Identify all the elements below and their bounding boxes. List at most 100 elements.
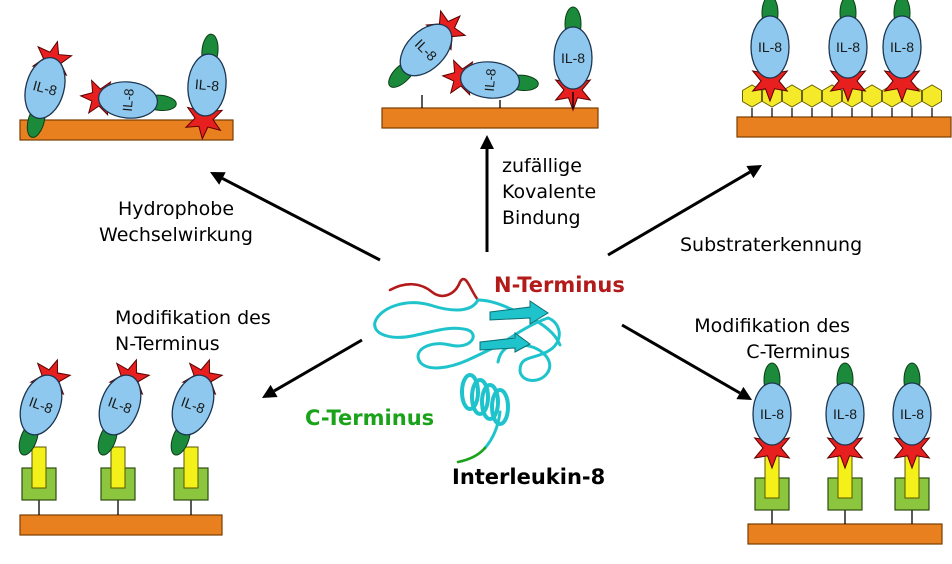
protein-label: IL-8 [482, 68, 499, 92]
label-line: Substraterkennung [680, 234, 863, 256]
arrow [262, 338, 363, 398]
panel-covalent: IL-8IL-8IL-8 [381, 6, 599, 129]
protein-label: IL-8 [836, 39, 860, 55]
linker-bar [31, 446, 47, 489]
n-terminus-label: N-Terminus [494, 273, 625, 297]
star-domain [554, 68, 592, 112]
substrate-bar [19, 119, 234, 141]
loop-strand [373, 298, 480, 348]
alpha-helix-turn [490, 388, 510, 426]
protein-label: IL-8 [890, 39, 914, 55]
protein-oval [19, 374, 63, 436]
label-line: Hydrophobe [117, 198, 235, 220]
loop-strand [483, 410, 502, 450]
linker-bar [183, 446, 199, 489]
hexagon-receptor [922, 84, 942, 108]
il8-protein: IL-8 [79, 79, 177, 119]
arrow-shaft [273, 338, 363, 393]
label-line: N-Terminus [115, 333, 220, 355]
il8-protein: IL-8 [752, 362, 792, 470]
il8-protein: IL-8 [892, 362, 932, 470]
protein-oval [882, 15, 922, 79]
arrow [480, 135, 494, 252]
il8-protein: IL-8 [828, 0, 868, 103]
substrate-bar [747, 523, 943, 545]
label-line: C-Terminus [746, 341, 850, 363]
loop-strand [496, 343, 552, 374]
arrowhead [262, 384, 278, 398]
label-line: Modifikation des [694, 315, 850, 337]
protein-label: IL-8 [561, 50, 585, 66]
arrow-shaft [621, 323, 741, 395]
loop-strand [518, 316, 561, 382]
arrowhead [746, 165, 762, 179]
protein-label: IL-8 [27, 393, 55, 416]
alpha-helix-turn [470, 378, 490, 416]
arrow [210, 172, 381, 262]
il8-protein: IL-8 [18, 358, 72, 456]
protein-oval [825, 382, 865, 446]
protein-oval [460, 61, 520, 99]
protein-oval [171, 374, 215, 436]
protein-label: IL-8 [758, 39, 782, 55]
il8-protein: IL-8 [170, 358, 224, 456]
arrowhead [210, 172, 226, 185]
alpha-helix-turn [460, 373, 480, 411]
star-domain [751, 59, 789, 103]
protein-oval [399, 23, 453, 77]
il8-protein: IL-8 [882, 0, 922, 103]
star-domain [829, 59, 867, 103]
loop-strand [416, 316, 550, 370]
star-domain [893, 426, 931, 470]
substrate-bar [736, 116, 952, 138]
beta-sheet-arrow [489, 300, 549, 325]
c-terminal-strand [456, 446, 487, 464]
panel-substrate: IL-8 IL-8 IL-8 [736, 0, 952, 138]
arrow [607, 165, 762, 257]
protein-oval [752, 382, 792, 446]
il8-protein: IL-8 [24, 40, 73, 138]
substrate-bar [381, 107, 599, 129]
label-line: Modifikation des [115, 307, 271, 329]
il8-protein: IL-8 [388, 9, 467, 88]
il8-protein: IL-8 [97, 358, 151, 456]
il8-protein: IL-8 [441, 59, 539, 99]
protein-label: IL-8 [900, 406, 924, 422]
substrate-recognition-label: Substraterkennung [680, 232, 862, 258]
protein-label: IL-8 [833, 406, 857, 422]
label-line: Kovalente [502, 181, 597, 203]
c-terminus-label: C-Terminus [305, 406, 435, 430]
hydrophobic-interaction-label: Hydrophobe Wechselwirkung [78, 196, 274, 248]
protein-oval [892, 382, 932, 446]
hexagon-receptor [862, 84, 882, 108]
arrowhead [736, 386, 752, 400]
interleukin-8-label: Interleukin-8 [452, 465, 606, 489]
panel-c-terminus: IL-8 IL-8 IL-8 [747, 362, 943, 545]
protein-oval [98, 374, 142, 436]
protein-label: IL-8 [120, 88, 137, 112]
n-terminal-strand [388, 277, 480, 302]
interleukin-8-ribbon-structure [373, 277, 562, 464]
il8-protein: IL-8 [553, 6, 593, 112]
star-domain [184, 97, 224, 141]
panel-n-terminus: IL-8 IL-8 IL-8 [18, 358, 224, 536]
protein-oval [553, 26, 593, 90]
label-line: Wechselwirkung [99, 224, 253, 246]
arrow-shaft [221, 177, 381, 262]
il8-protein: IL-8 [184, 33, 227, 141]
substrate-bar [19, 514, 223, 536]
protein-oval [828, 15, 868, 79]
protein-oval [187, 53, 227, 117]
protein-label: IL-8 [106, 393, 134, 416]
c-terminus-modification-label: Modifikation des C-Terminus [650, 313, 850, 365]
il8-protein: IL-8 [825, 362, 865, 470]
protein-label: IL-8 [194, 76, 220, 94]
star-domain [753, 426, 791, 470]
arrow-shaft [607, 170, 751, 257]
protein-oval [24, 57, 66, 119]
arrow [621, 323, 752, 400]
beta-sheet-arrow [479, 332, 531, 353]
label-line: Bindung [502, 207, 581, 229]
